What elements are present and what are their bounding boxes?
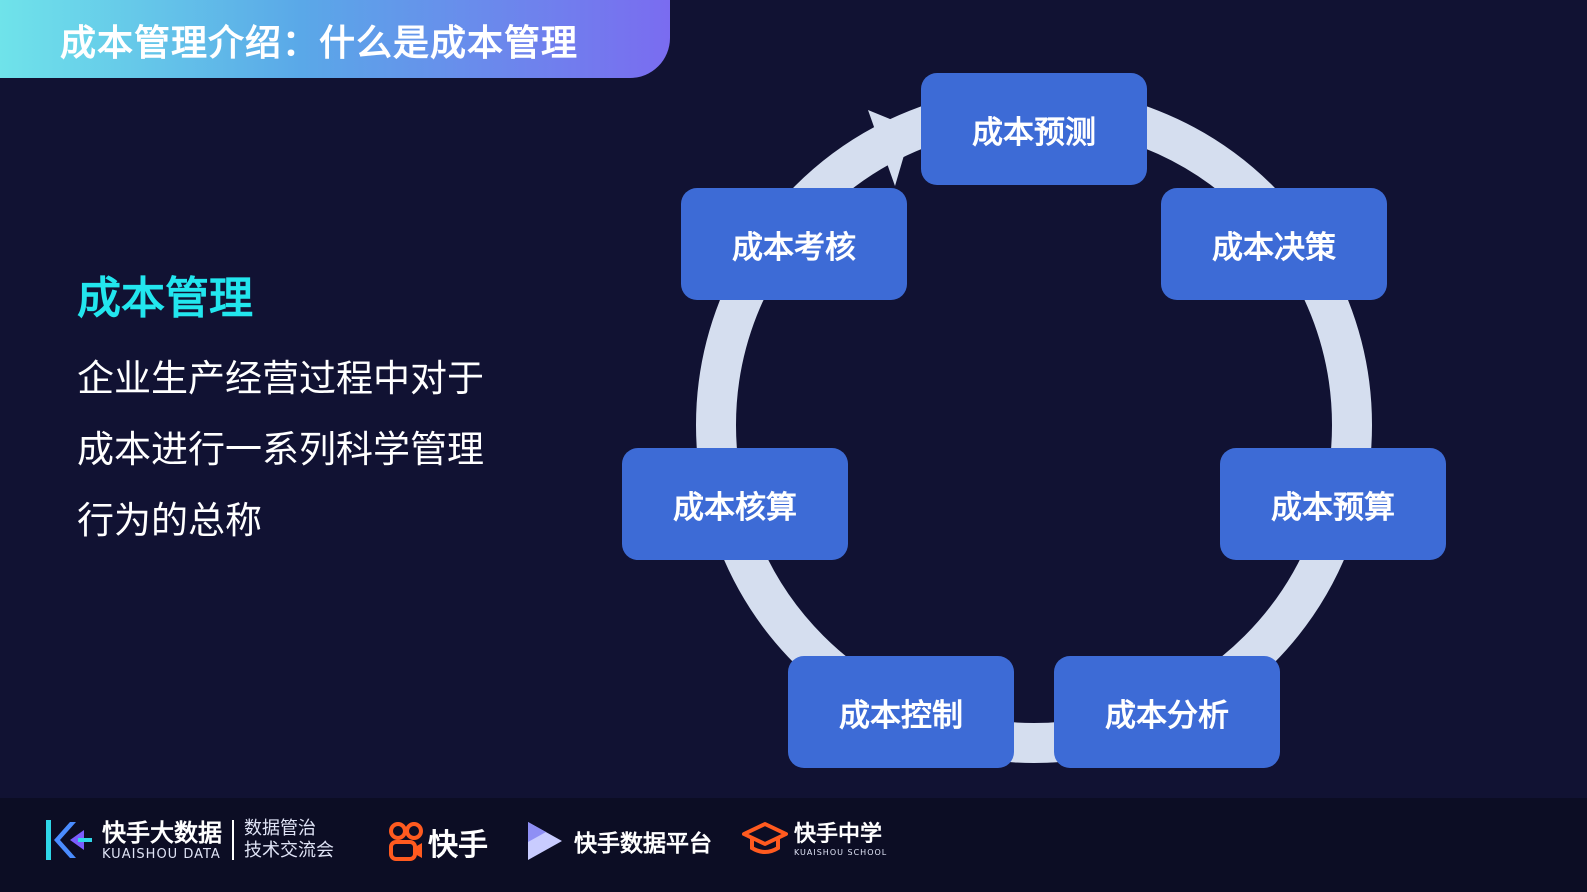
description: 企业生产经营过程中对于 成本进行一系列科学管理 行为的总称 (77, 343, 537, 556)
page-title: 成本管理介绍：什么是成本管理 (60, 23, 579, 64)
kuaishou-name: 快手 (428, 828, 488, 863)
description-line: 成本进行一系列科学管理 (77, 428, 484, 471)
node-cost-analysis: 成本分析 (1054, 656, 1280, 768)
kuaishou-logo-icon (389, 822, 423, 861)
kuaishou-data-name: 快手大数据 (102, 818, 222, 847)
footer-bar: 快手大数据 KUAISHOU DATA 数据管治 技术交流会 快手 快手数据平台 (0, 798, 1587, 892)
school-sub: KUAISHOU SCHOOL (794, 847, 888, 857)
node-cost-decision: 成本决策 (1161, 188, 1387, 300)
node-cost-forecast: 成本预测 (921, 73, 1147, 185)
event-tag-line2: 技术交流会 (244, 840, 334, 861)
logo-kuaishou: 快手 (388, 820, 488, 864)
logo-kuaishou-data-platform: 快手数据平台 (526, 820, 712, 862)
description-line: 企业生产经营过程中对于 (77, 357, 484, 400)
node-cost-assessment: 成本考核 (681, 188, 907, 300)
cycle-arrow-head-icon (868, 110, 912, 186)
title-banner: 成本管理介绍：什么是成本管理 (0, 0, 670, 78)
play-icon (528, 822, 562, 860)
node-cost-control: 成本控制 (788, 656, 1014, 768)
data-platform-name: 快手数据平台 (574, 831, 712, 857)
logo-kuaishou-data: 快手大数据 KUAISHOU DATA 数据管治 技术交流会 (44, 818, 334, 862)
description-line: 行为的总称 (77, 499, 262, 542)
node-cost-accounting: 成本核算 (622, 448, 848, 560)
graduation-cap-icon (742, 822, 788, 854)
kuaishou-data-logo-icon (46, 820, 92, 860)
event-tag-line1: 数据管治 (244, 818, 316, 839)
section-heading: 成本管理 (77, 273, 253, 324)
logo-kuaishou-school: 快手中学 KUAISHOU SCHOOL (742, 820, 887, 858)
school-name: 快手中学 (794, 821, 883, 847)
logo-divider (232, 820, 234, 860)
kuaishou-data-sub: KUAISHOU DATA (102, 846, 221, 862)
node-cost-budget: 成本预算 (1220, 448, 1446, 560)
